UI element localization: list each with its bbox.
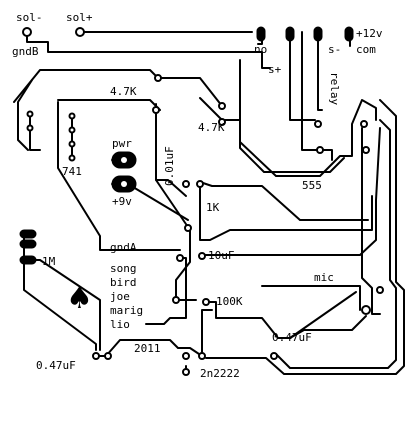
trace-upper-left-bus [13, 69, 223, 107]
pad-sol-plus [75, 27, 85, 37]
trace-relay-splus [289, 31, 316, 121]
pad-sol-minus [22, 27, 32, 37]
trace-right-outer [205, 99, 405, 375]
label-joe: joe [110, 290, 130, 303]
trace-047-right [289, 315, 367, 339]
pad-741-7 [68, 140, 76, 148]
pad-741-1 [26, 110, 34, 118]
pad-10uf [198, 252, 206, 260]
pad-100k-b [202, 298, 210, 306]
label-sminus: s- [328, 43, 342, 56]
label-047-left: 0.47uF [36, 359, 76, 372]
trace-sol-minus-loop [26, 31, 271, 69]
trace-555-to-1k [199, 181, 369, 221]
trace-cap001-out [155, 179, 197, 301]
pad-1k [184, 224, 192, 232]
label-c001: 0.01uF [163, 146, 176, 186]
trace-10uf [201, 127, 381, 256]
label-song: song [110, 262, 137, 275]
label-relay: relay [328, 72, 341, 106]
pad-2011-b [198, 352, 206, 360]
label-lio: lio [110, 318, 130, 331]
trace-741-to-gnda [57, 101, 181, 251]
pad-relay-4 [362, 146, 370, 154]
trace-555-right [361, 127, 381, 315]
pad-relay-sminus [313, 26, 323, 42]
trace-1k [199, 185, 373, 241]
spade-icon: ♠ [66, 281, 93, 316]
trace-555-upper [239, 59, 377, 177]
pad-1m-b [19, 239, 37, 249]
trace-741-left [29, 113, 41, 151]
pad-relay-splus [285, 26, 295, 42]
pad-2011-a [182, 352, 190, 360]
pad-1m-a [19, 229, 37, 239]
label-pwr: pwr [112, 137, 132, 150]
pad-r47-right [218, 118, 226, 126]
pad-555-a [182, 180, 190, 188]
label-741: 741 [62, 165, 82, 178]
label-gndB: gndB [12, 45, 39, 58]
pad-relay-5 [376, 286, 384, 294]
pad-relay-3 [360, 120, 368, 128]
pad-cap001 [152, 106, 160, 114]
label-2011: 2011 [134, 342, 161, 355]
label-mic: mic [314, 271, 334, 284]
trace-mic [261, 285, 361, 311]
label-1m: 1M [42, 255, 56, 268]
trace-cap001 [155, 103, 187, 197]
label-2n2222: 2n2222 [200, 367, 240, 380]
pad-741-5 [68, 112, 76, 120]
pad-555-b [196, 180, 204, 188]
label-sol-plus: sol+ [66, 11, 93, 24]
label-marig: marig [110, 304, 144, 317]
pad-1m-c [19, 255, 37, 265]
pad-c047l-b [104, 352, 112, 360]
pad-c047r-a [270, 352, 278, 360]
label-bird: bird [110, 276, 137, 289]
pad-relay-2 [316, 146, 324, 154]
pad-c047l-a [92, 352, 100, 360]
pad-2n2222 [182, 368, 190, 376]
pad-741-2 [26, 124, 34, 132]
label-10uf: 10uF [208, 249, 235, 262]
label-gndA: gndA [110, 241, 137, 254]
pad-12v [344, 26, 354, 42]
label-047-right: 0.47uF [272, 331, 312, 344]
pad-741-6 [68, 126, 76, 134]
pad-100k-a [172, 296, 180, 304]
label-100k: 100K [216, 295, 243, 308]
pad-r47-top-b [218, 102, 226, 110]
pad-mic [361, 305, 371, 315]
trace-right-inner [275, 119, 397, 369]
trace-relay-sminus [317, 31, 323, 111]
label-r47-top: 4.7K [110, 85, 137, 98]
label-12v: +12v [356, 27, 383, 40]
trace-2011 [105, 339, 203, 357]
label-no: no [254, 43, 268, 56]
trace-r47-top [57, 99, 161, 111]
label-splus: s+ [268, 63, 282, 76]
label-555: 555 [302, 179, 322, 192]
label-9v: +9v [112, 195, 132, 208]
label-1k: 1K [206, 201, 220, 214]
label-com: com [356, 43, 376, 56]
trace-upper-ring [17, 79, 33, 151]
label-r47-right: 4.7K [198, 121, 225, 134]
pad-741-8 [68, 154, 76, 162]
pad-relay-1 [314, 120, 322, 128]
pad-relay-no [256, 26, 266, 42]
label-sol-minus: sol- [16, 11, 43, 24]
trace-bottom-return [201, 309, 213, 357]
pad-gnda [176, 254, 184, 262]
pad-r47-top-a [154, 74, 162, 82]
trace-gnda-bus [145, 257, 187, 325]
